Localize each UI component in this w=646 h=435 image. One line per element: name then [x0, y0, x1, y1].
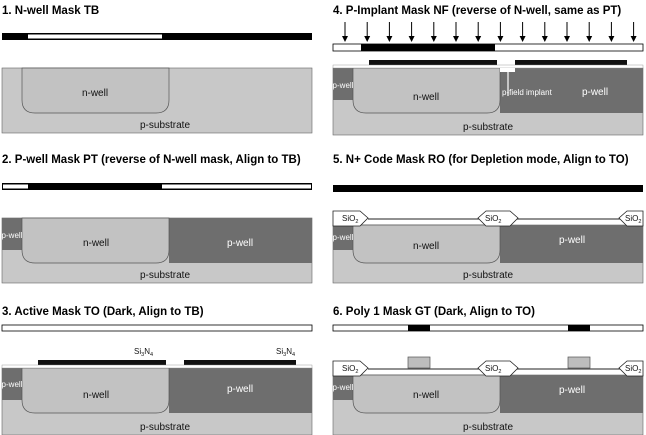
step-5-panel: 5. N+ Code Mask RO (for Depletion mode, … [332, 154, 644, 284]
implant-arrow-head [497, 36, 504, 42]
step-2-nwell [21, 217, 170, 264]
step-6-poly-gate-right [567, 356, 591, 369]
step-6-nwell [352, 374, 501, 414]
step-5-nwell-label: n-well [413, 241, 439, 252]
step-6-pwell-left [333, 375, 353, 400]
step-3-nitride-left [38, 360, 166, 365]
step-5-field-oxide-right [618, 210, 644, 227]
step-2-pwell-left [2, 218, 22, 250]
step-2-substrate-label: p-substrate [140, 270, 190, 281]
step-1-substrate-label: p-substrate [140, 120, 190, 131]
step-6-nwell-label: n-well [413, 390, 439, 401]
step-4-pwell-right [500, 68, 643, 113]
step-4-panel: 4. P-Implant Mask NF (reverse of N-well,… [332, 5, 644, 136]
step-6-field-oxide-mid [477, 360, 519, 377]
step-6-mask [332, 324, 644, 332]
step-2-mask [2, 183, 312, 190]
step-4-field-implant-label: p-field implant [502, 88, 553, 97]
step-6-sio2-label-left: SiO2 [342, 364, 358, 375]
implant-arrow-head [386, 36, 393, 42]
step-2-pwell-left-label: p-well [2, 231, 23, 240]
implant-arrow-head [408, 36, 415, 42]
step-3-pwell-right [169, 368, 312, 413]
implant-arrow-head [364, 36, 371, 42]
step-1-panel: 1. N-well Mask TB n-well p-substrate [1, 5, 313, 134]
implant-arrow-head [564, 36, 570, 42]
step-3-mask [1, 324, 313, 332]
step-6-field-oxide-right [618, 360, 644, 377]
step-6-panel: 6. Poly 1 Mask GT (Dark, Align to TO) Si… [332, 306, 644, 435]
step-6-pwell-left-label: p-well [333, 383, 354, 392]
step-5-mask [333, 185, 643, 192]
step-4-pwell-left-label: p-well [333, 81, 354, 90]
step-6-pwell-right [500, 375, 643, 413]
step-3-si3n4-label-2: Si3N4 [276, 347, 295, 358]
step-3-nitride-right [184, 360, 296, 365]
step-5-nwell [352, 224, 501, 264]
step-1-nwell-label: n-well [82, 88, 108, 99]
implant-arrow-head [630, 36, 637, 42]
step-5-pwell-right-label: p-well [559, 235, 585, 246]
step-4-pad-oxide [332, 64, 644, 69]
step-5-pwell-right [500, 225, 643, 263]
step-4-pwell-left [333, 68, 353, 100]
step-6-pwell-right-label: p-well [559, 385, 585, 396]
step-2-title: 2. P-well Mask PT (reverse of N-well mas… [2, 154, 301, 166]
step-5-sio2-label-right: SiO2 [625, 214, 641, 225]
implant-arrow-head [342, 36, 348, 42]
implant-arrow-head [586, 36, 593, 42]
implant-arrow-head [453, 36, 459, 42]
step-3-pad-oxide [1, 364, 313, 369]
step-4-nwell-label: n-well [413, 92, 439, 103]
implant-arrow-head [430, 36, 437, 42]
step-4-pwell-right-label: p-well [582, 87, 608, 98]
step-2-panel: 2. P-well Mask PT (reverse of N-well mas… [2, 154, 313, 284]
step-4-nitride-left [369, 60, 497, 65]
step-6-title: 6. Poly 1 Mask GT (Dark, Align to TO) [333, 306, 535, 318]
step-4-nitride-right [515, 60, 627, 65]
step-5-field-oxide-left [332, 210, 369, 227]
step-1-mask [2, 33, 312, 40]
step-3-pwell-right-label: p-well [227, 384, 253, 395]
implant-arrow-head [475, 36, 482, 42]
implant-arrow-head [519, 36, 526, 42]
step-3-pwell-left [2, 368, 22, 400]
step-2-nwell-label: n-well [83, 238, 109, 249]
implant-arrow-head [541, 36, 548, 42]
step-2-pwell-right-label: p-well [227, 238, 253, 249]
step-6-sio2-label-right: SiO2 [625, 364, 641, 375]
step-1-nwell [21, 67, 170, 114]
step-3-panel: 3. Active Mask TO (Dark, Align to TB) Si… [1, 306, 313, 435]
step-5-substrate-label: p-substrate [463, 270, 513, 281]
step-3-nwell [21, 367, 170, 414]
implant-arrows [342, 22, 637, 42]
step-5-field-oxide-mid [477, 210, 519, 227]
step-4-nwell [352, 67, 501, 114]
step-3-title: 3. Active Mask TO (Dark, Align to TB) [2, 306, 204, 318]
implant-arrow-head [608, 36, 615, 42]
step-5-sio2-label-left: SiO2 [342, 214, 358, 225]
step-4-field-implant-region [500, 68, 515, 72]
step-6-substrate-label: p-substrate [463, 422, 513, 433]
step-5-pwell-left [333, 225, 353, 250]
step-3-si3n4-label-1: Si3N4 [134, 347, 153, 358]
step-4-substrate-label: p-substrate [463, 122, 513, 133]
step-1-title: 1. N-well Mask TB [2, 5, 99, 17]
step-3-substrate-label: p-substrate [140, 422, 190, 433]
step-6-poly-gate-left [407, 356, 431, 369]
step-3-pwell-left-label: p-well [2, 380, 23, 389]
step-3-nwell-label: n-well [83, 390, 109, 401]
step-5-title: 5. N+ Code Mask RO (for Depletion mode, … [333, 154, 629, 166]
step-4-mask [332, 43, 644, 52]
step-6-field-oxide-left [332, 360, 369, 377]
step-4-title: 4. P-Implant Mask NF (reverse of N-well,… [333, 5, 621, 17]
step-2-pwell-right [169, 218, 312, 263]
step-6-sio2-label-mid: SiO2 [485, 364, 501, 375]
step-5-sio2-label-mid: SiO2 [485, 214, 501, 225]
step-5-pwell-left-label: p-well [333, 233, 354, 242]
